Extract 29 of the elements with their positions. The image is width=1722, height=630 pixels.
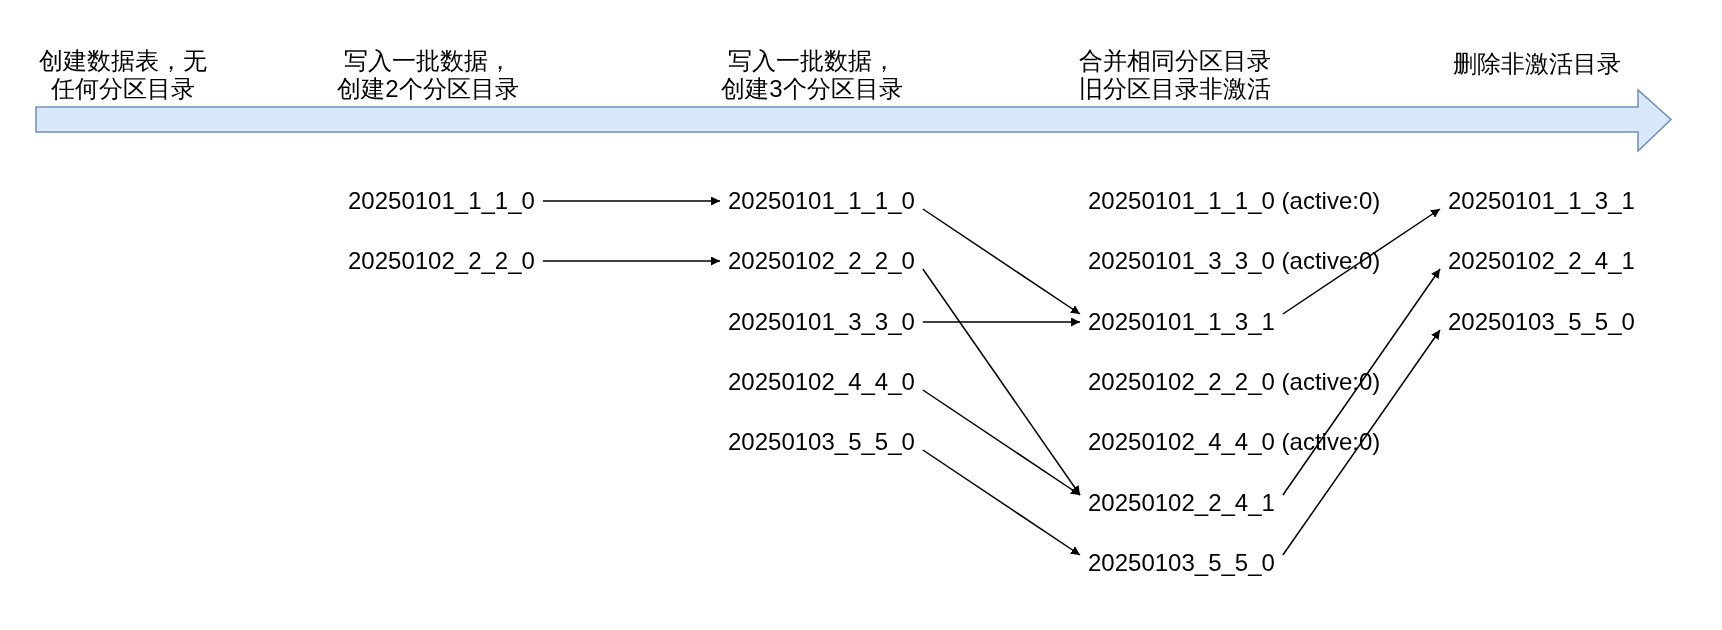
stage-heading: 写入一批数据，创建2个分区目录 — [336, 47, 520, 103]
partition-directory-name: 20250102_2_2_0 — [340, 247, 543, 275]
partition-directory-name: 20250101_1_1_0 — [720, 187, 923, 215]
partition-directory-name: 20250101_1_3_1 — [1440, 187, 1643, 215]
arrow — [542, 196, 721, 206]
partition-directory-name: 20250103_5_5_0 — [720, 428, 923, 456]
partition-directory-name: 20250102_2_4_1 — [1080, 489, 1283, 517]
inactive-directory-name: 20250101_1_1_0 (active:0) — [1088, 187, 1381, 215]
arrow — [1282, 329, 1441, 556]
arrow — [922, 268, 1081, 496]
partition-directory-name: 20250102_2_2_0 — [720, 247, 923, 275]
partition-directory-name: 20250101_3_3_0 — [720, 308, 923, 336]
arrow — [922, 389, 1081, 496]
arrow — [1282, 208, 1441, 315]
arrow — [1282, 268, 1441, 496]
arrow — [922, 317, 1081, 327]
arrow — [922, 449, 1081, 556]
partition-directory-name: 20250101_1_3_1 — [1080, 308, 1283, 336]
partition-directory-name: 20250101_1_1_0 — [340, 187, 543, 215]
partition-directory-name: 20250103_5_5_0 — [1440, 308, 1643, 336]
partition-directory-name: 20250102_2_4_1 — [1440, 247, 1643, 275]
partition-directory-name: 20250102_4_4_0 — [720, 368, 923, 396]
stage-heading: 创建数据表，无任何分区目录 — [39, 47, 207, 103]
stage-heading: 写入一批数据，创建3个分区目录 — [720, 47, 904, 103]
arrow — [542, 256, 721, 266]
arrow — [922, 208, 1081, 315]
stage-heading: 删除非激活目录 — [1452, 50, 1622, 78]
partition-directory-name: 20250103_5_5_0 — [1080, 549, 1283, 577]
stage-heading: 合并相同分区目录旧分区目录非激活 — [1078, 47, 1272, 103]
